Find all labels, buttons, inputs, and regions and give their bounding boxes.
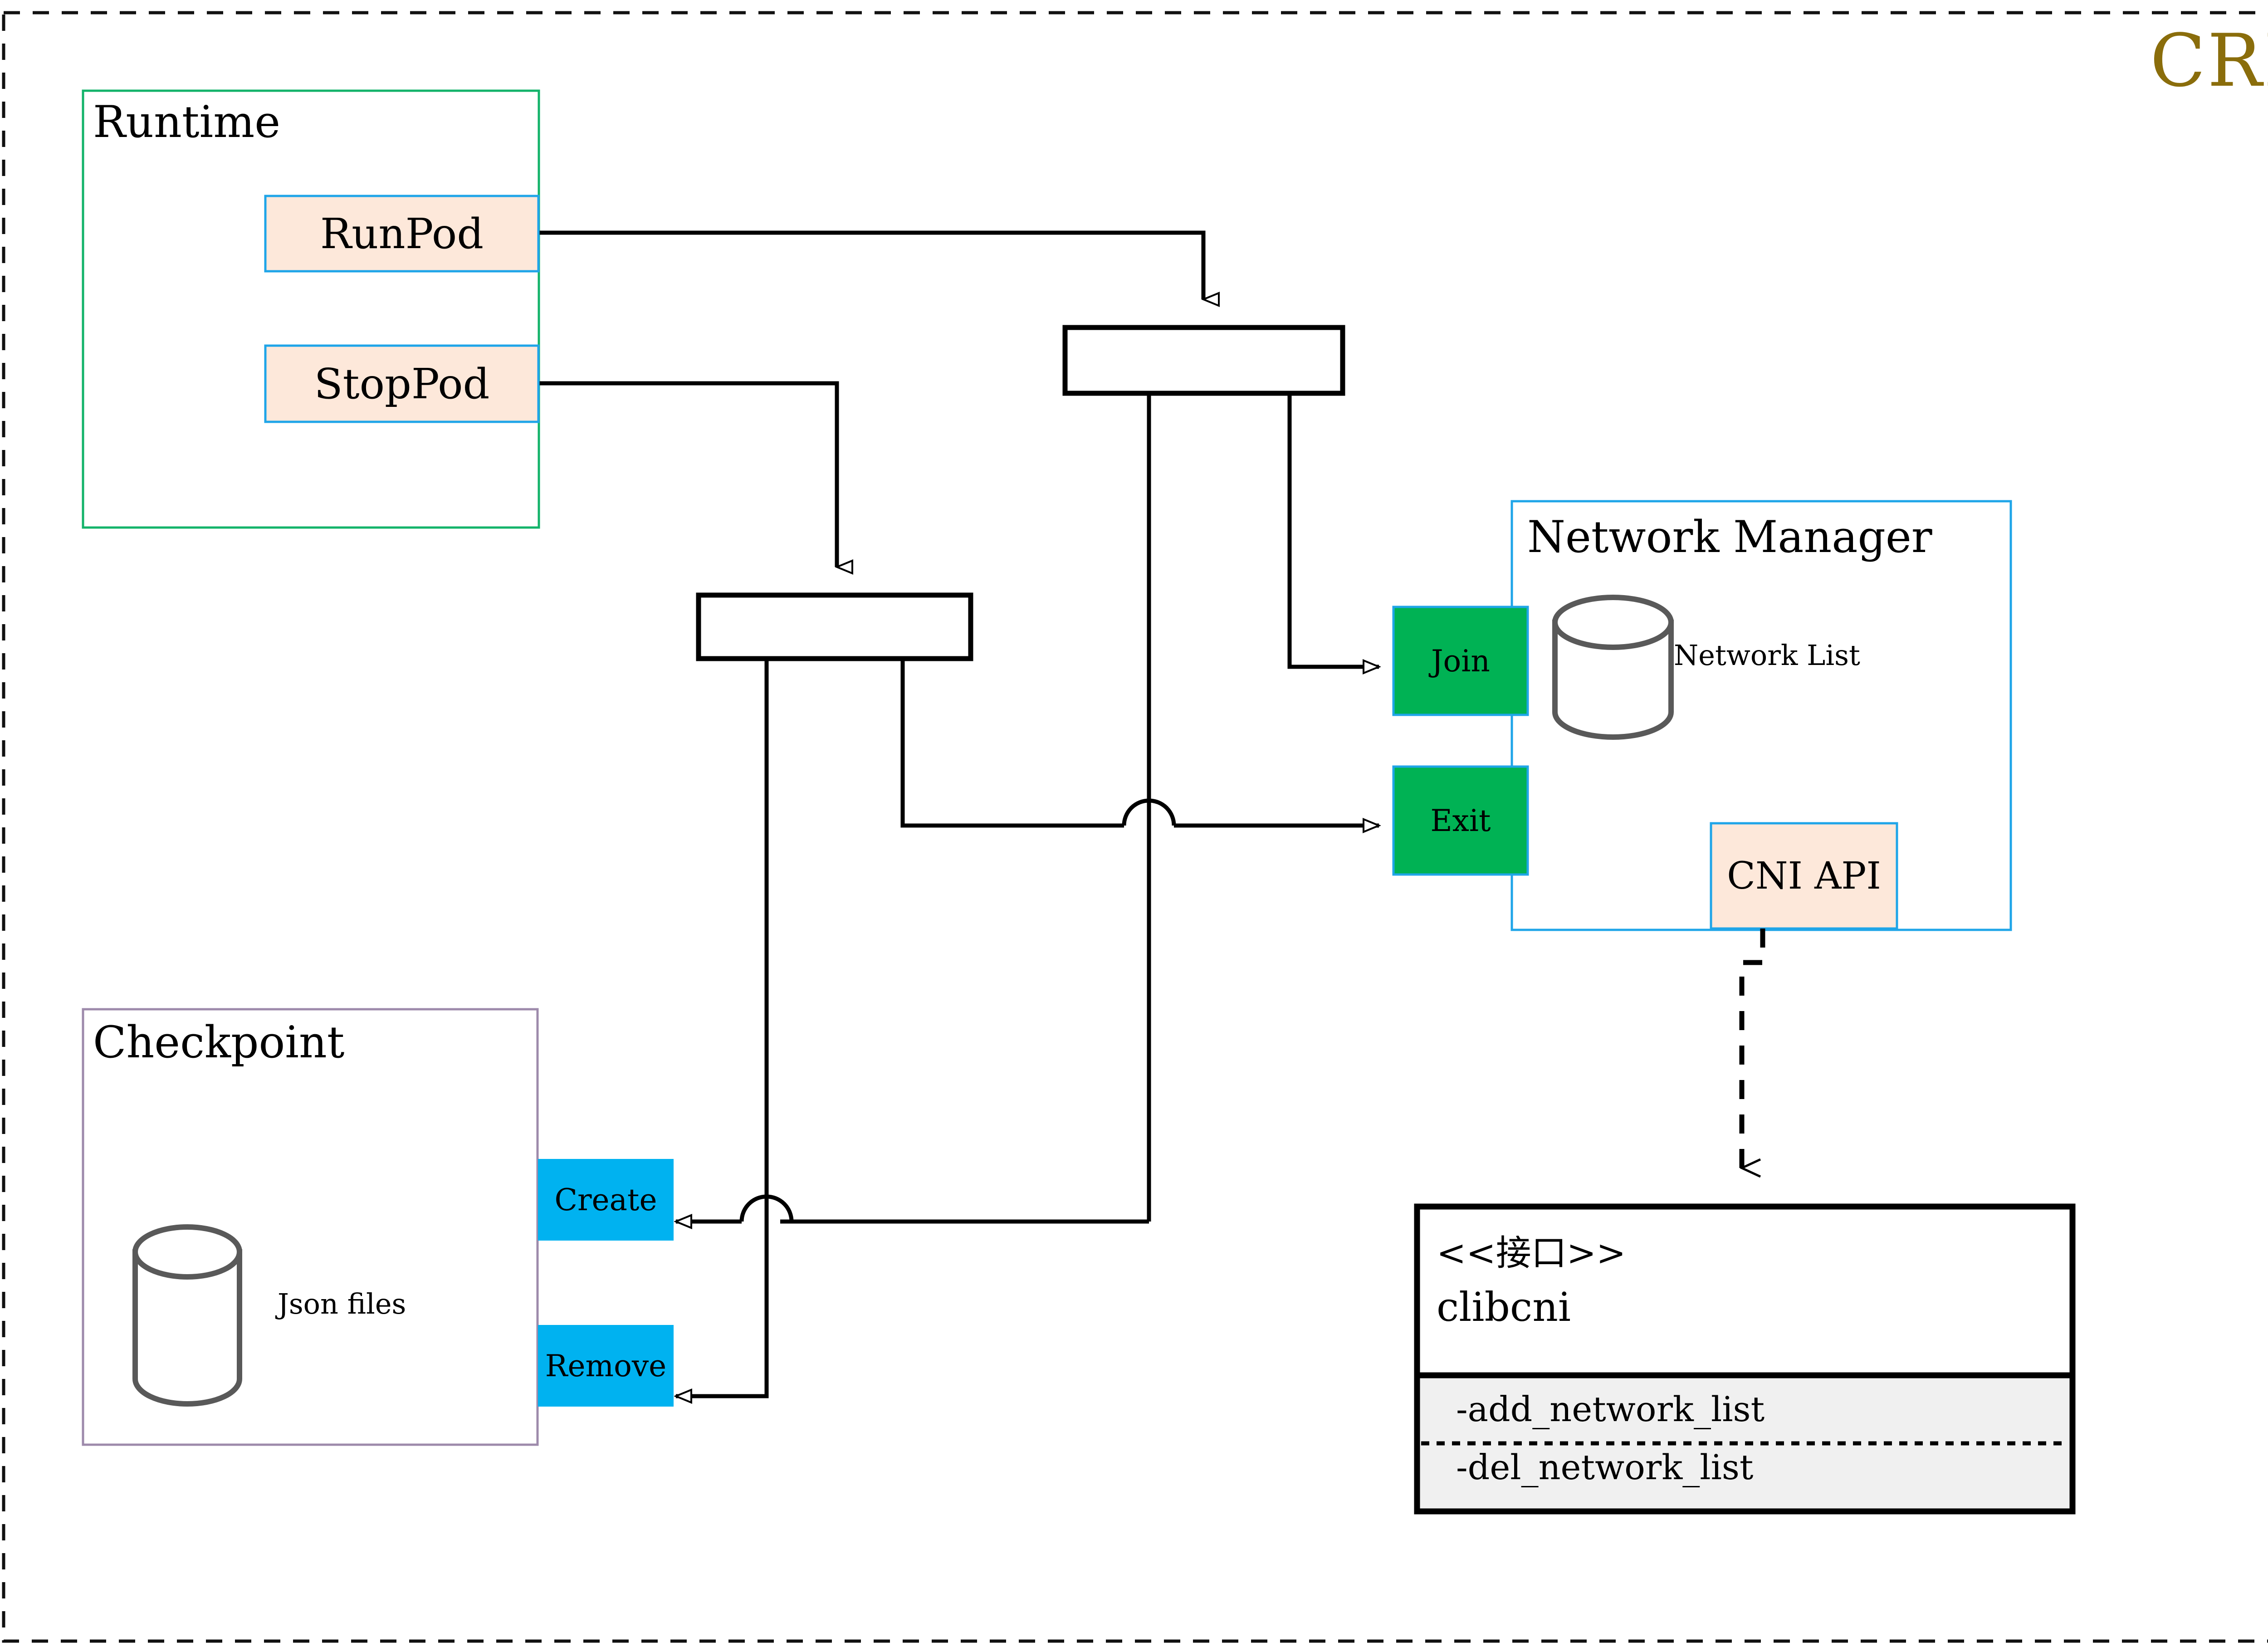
line-hop-create [739, 1194, 794, 1222]
clibcni-stereotype: <<接口>> [1437, 1233, 1626, 1274]
runtime-title: Runtime [93, 97, 281, 147]
connector-runpod-to-fork [538, 230, 1203, 299]
connector-to-join [1287, 393, 1379, 667]
clibcni-header-section [1414, 1203, 2076, 1378]
remove-label[interactable]: Remove [545, 1348, 667, 1383]
join-port-box [1392, 606, 1529, 716]
runpod-label: RunPod [320, 209, 484, 258]
line-hop-exit [1122, 798, 1176, 826]
stoppod-label: StopPod [314, 359, 490, 408]
checkpoint-title: Checkpoint [93, 1017, 345, 1068]
json-files-label: Json files [278, 1287, 406, 1320]
create-label[interactable]: Create [554, 1182, 657, 1217]
network-list-cylinder-icon [1552, 595, 1674, 740]
runpod-box [264, 195, 540, 273]
network-manager-title: Network Manager [1527, 512, 1932, 562]
connector-cniapi-to-clibcni [1739, 929, 1765, 1168]
cni-api-label: CNI API [1727, 854, 1881, 898]
page-title: CRI [2150, 18, 2268, 103]
connector-to-exit [900, 659, 1124, 828]
exit-port-label[interactable]: Exit [1430, 803, 1491, 838]
fork-bar-runpod [1062, 325, 1345, 396]
clibcni-name: clibcni [1437, 1284, 1571, 1330]
clibcni-method-1: -del_network_list [1456, 1447, 1754, 1487]
json-files-cylinder-icon [132, 1224, 242, 1407]
runtime-container [82, 89, 540, 529]
exit-port-box [1392, 765, 1529, 876]
create-action-box [538, 1159, 674, 1241]
cni-api-box [1710, 822, 1898, 930]
remove-action-box [538, 1325, 674, 1407]
fork-bar-stoppod [696, 592, 973, 661]
network-list-label: Network List [1674, 639, 1860, 672]
clibcni-method-0: -add_network_list [1456, 1389, 1765, 1429]
fork-lower-left-leg [676, 659, 769, 1396]
connector-stoppod-to-fork [538, 381, 837, 567]
join-port-label[interactable]: Join [1431, 643, 1490, 679]
stoppod-box [264, 344, 540, 423]
